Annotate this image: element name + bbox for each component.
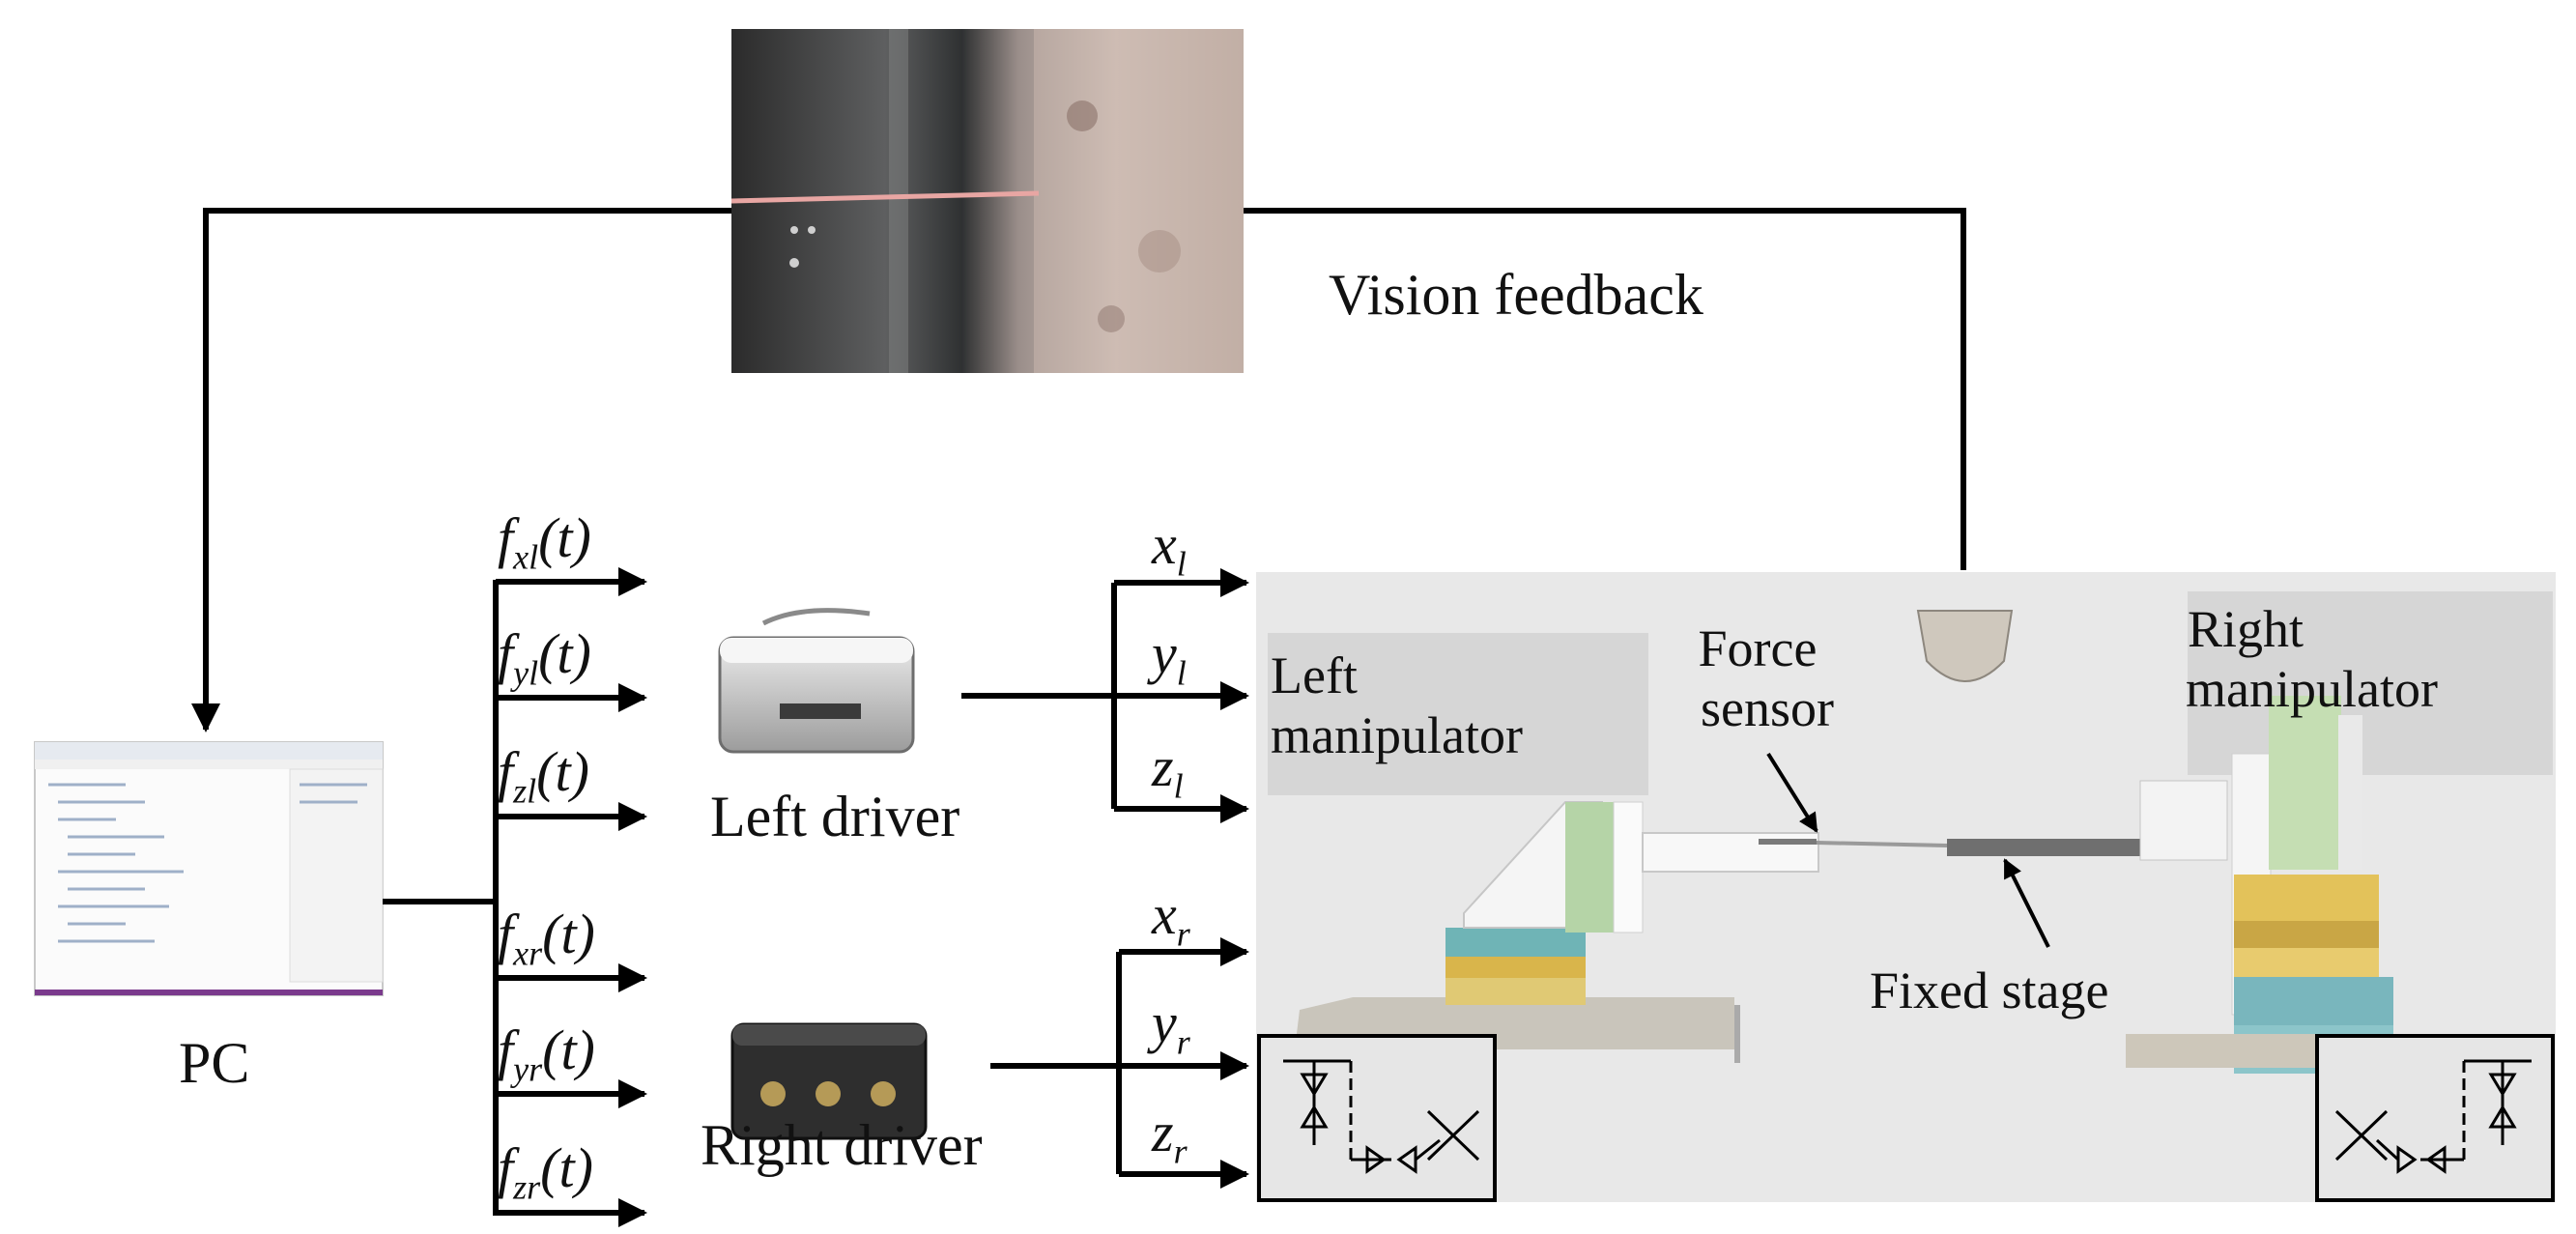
pc-output-bus — [383, 580, 499, 1216]
output-zr: zr — [1152, 1101, 1188, 1171]
right-label-shade — [2188, 591, 2553, 775]
output-yl: yl — [1152, 622, 1187, 693]
fixed-stage-pointer — [2003, 858, 2050, 948]
left-driver-label: Left driver — [710, 785, 960, 848]
vision-feedback-label: Vision feedback — [1329, 263, 1703, 327]
microscope-image — [730, 29, 1244, 373]
output-yr: yr — [1152, 991, 1190, 1062]
output-zl: zl — [1152, 735, 1184, 806]
manipulator-scene — [1256, 572, 2556, 1202]
signal-fzl: fzl(t) — [498, 740, 589, 811]
vision-feedback-path — [191, 208, 1966, 732]
left-label-shade — [1268, 633, 1648, 795]
right-driver-label: Right driver — [701, 1113, 983, 1177]
signal-fxl: fxl(t) — [498, 506, 591, 577]
signal-fzr: fzr(t) — [498, 1136, 593, 1207]
force-sensor-pointer — [1766, 752, 1818, 833]
pc-image — [34, 741, 384, 996]
left-driver-image — [718, 608, 915, 754]
signal-fxr: fxr(t) — [498, 903, 595, 973]
left-joint-schematic — [1257, 1034, 1497, 1202]
fixed-stage-plate — [1947, 839, 2140, 856]
pc-label: PC — [179, 1031, 250, 1095]
right-driver-outputs — [990, 937, 1249, 1189]
objective-lens — [1916, 610, 2014, 682]
output-xr: xr — [1152, 883, 1190, 954]
right-driver-image — [730, 1022, 928, 1140]
signal-fyr: fyr(t) — [498, 1019, 595, 1089]
fixed-stage-label: Fixed stage — [1870, 961, 2109, 1019]
fiber-line — [730, 190, 1040, 204]
left-driver-outputs — [961, 568, 1249, 823]
force-arrows — [496, 567, 647, 1227]
right-joint-schematic — [2315, 1034, 2555, 1202]
signal-fyl: fyl(t) — [498, 622, 591, 693]
output-xl: xl — [1152, 513, 1187, 584]
